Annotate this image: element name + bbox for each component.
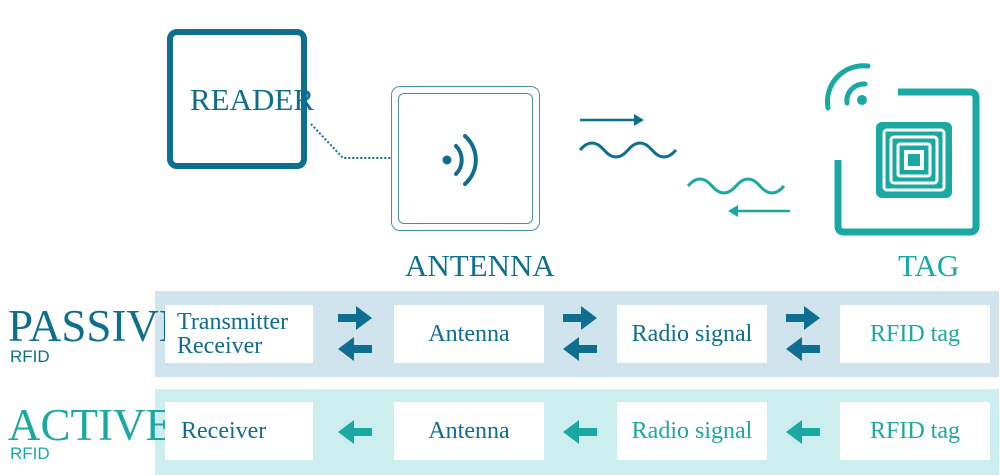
- passive-arrow-right-2: [563, 306, 597, 330]
- passive-arrow-left-3: [786, 337, 820, 361]
- antenna-label: ANTENNA: [405, 248, 555, 283]
- passive-arrow-left-1: [338, 337, 372, 361]
- active-cell-rfid-tag: RFID tag: [840, 402, 990, 460]
- passive-cell-rfid-tag: RFID tag: [840, 305, 990, 363]
- active-title: ACTIVE: [8, 400, 173, 450]
- active-cell-antenna: Antenna: [394, 402, 544, 460]
- passive-arrow-right-1: [338, 306, 372, 330]
- active-cell-receiver: Receiver: [165, 402, 313, 460]
- tag-label: TAG: [898, 248, 960, 283]
- passive-subtitle: RFID: [10, 347, 50, 366]
- passive-cell-transmitter-receiver: Transmitter Receiver: [165, 305, 313, 363]
- passive-arrow-right-3: [786, 306, 820, 330]
- active-subtitle: RFID: [10, 444, 50, 463]
- active-cell-radio-signal: Radio signal: [617, 402, 767, 460]
- reader-box: [167, 29, 307, 169]
- passive-cell-radio-signal: Radio signal: [617, 305, 767, 363]
- passive-title: PASSIVE: [8, 301, 187, 351]
- antenna-box-outer: [391, 86, 540, 231]
- transmitter-text: Transmitter: [177, 309, 289, 335]
- incoming-wave: [686, 177, 790, 217]
- antenna-box-inner: [398, 93, 533, 224]
- receiver-text: Receiver: [177, 333, 263, 359]
- active-arrow-left-1: [338, 420, 372, 444]
- passive-arrow-left-2: [563, 337, 597, 361]
- wireless-signal-icon: [442, 134, 478, 186]
- active-arrow-left-2: [563, 420, 597, 444]
- reader-label: READER: [190, 82, 314, 117]
- passive-cell-antenna: Antenna: [394, 305, 544, 363]
- outgoing-wave: [578, 114, 678, 159]
- active-arrow-left-3: [786, 420, 820, 444]
- rfid-chip-icon: [824, 63, 980, 236]
